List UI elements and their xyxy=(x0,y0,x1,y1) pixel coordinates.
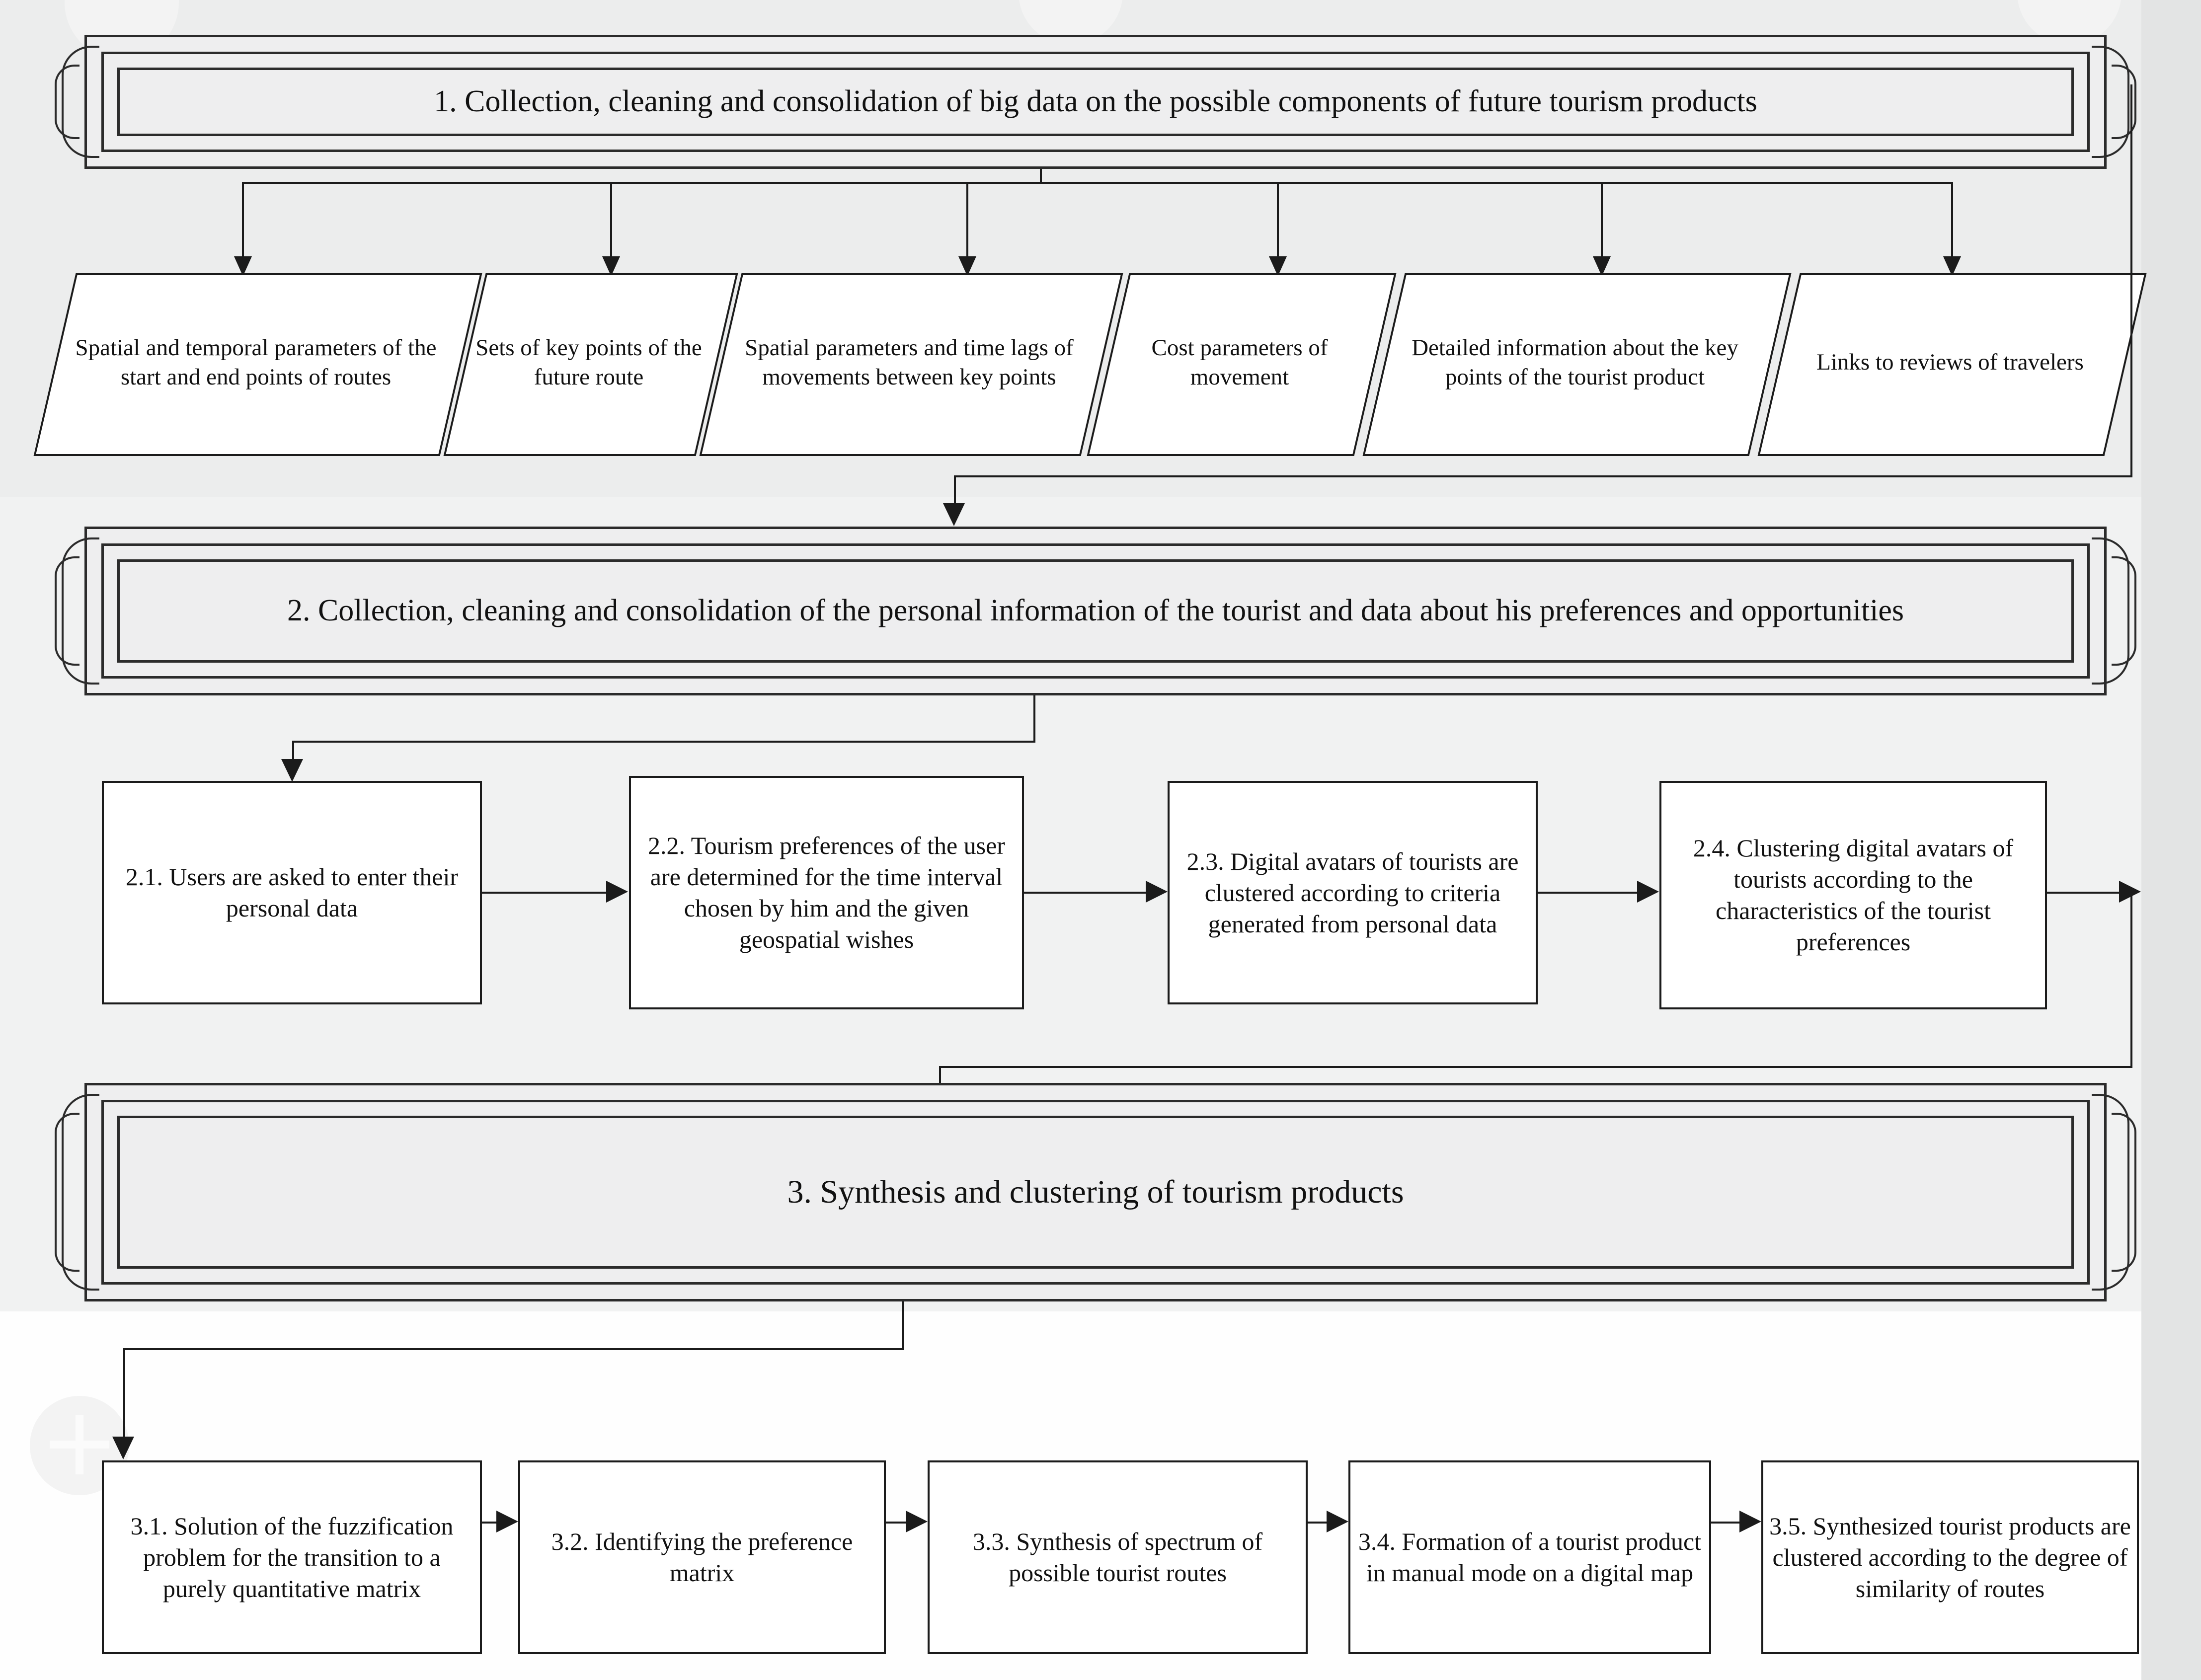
stage-2-banner[interactable]: 2. Collection, cleaning and consolidatio… xyxy=(55,527,2136,695)
connector-34-to-35 xyxy=(1711,1522,1740,1524)
step-2-4-box[interactable]: 2.4. Clustering digital avatars of touri… xyxy=(1659,781,2047,1009)
arrowhead-step-3-3 xyxy=(906,1511,928,1532)
connector-stage2-drop xyxy=(954,475,956,505)
connector-stage1-right-rail xyxy=(2130,84,2132,477)
data-item-2[interactable]: Sets of key points of the future route xyxy=(443,273,738,456)
banner-curl2-right xyxy=(2112,65,2136,139)
stage-1-banner[interactable]: 1. Collection, cleaning and consolidatio… xyxy=(55,35,2136,169)
step-3-1-box[interactable]: 3.1. Solution of the fuzzification probl… xyxy=(102,1460,482,1654)
step-3-4-box[interactable]: 3.4. Formation of a tourist product in m… xyxy=(1348,1460,1711,1654)
page-background-right-margin xyxy=(2141,0,2201,1680)
step-3-4-label: 3.4. Formation of a tourist product in m… xyxy=(1358,1527,1702,1587)
connector-stage3-to-31 xyxy=(123,1348,904,1350)
banner-curl2-left xyxy=(55,65,79,139)
data-item-6-label: Links to reviews of travelers xyxy=(1816,349,2084,376)
connector-stage1-drop xyxy=(1040,169,1042,184)
banner-curl2-left xyxy=(55,556,79,666)
arrowhead-data-3 xyxy=(958,256,976,276)
connector-22-to-23 xyxy=(1024,892,1146,894)
banner-border-inner xyxy=(117,68,2074,136)
arrowhead-data-6 xyxy=(1943,256,1961,276)
connector-32-to-33 xyxy=(886,1522,906,1524)
banner-curl2-right xyxy=(2112,1113,2136,1272)
connector-data-1 xyxy=(242,182,244,261)
step-3-1-label: 3.1. Solution of the fuzzification probl… xyxy=(130,1512,454,1603)
arrowhead-step-2-4-out xyxy=(2119,881,2141,903)
arrowhead-step-2-2 xyxy=(606,881,628,903)
arrowhead-step-3-1 xyxy=(112,1437,134,1459)
arrowhead-step-3-5 xyxy=(1739,1511,1761,1532)
connector-data-3 xyxy=(966,182,968,261)
data-item-3-label: Spatial parameters and time lags of move… xyxy=(745,334,1074,390)
arrowhead-data-1 xyxy=(234,256,252,276)
connector-23-to-24 xyxy=(1538,892,1637,894)
arrowhead-step-2-1 xyxy=(281,759,303,782)
step-2-4-label: 2.4. Clustering digital avatars of touri… xyxy=(1693,834,2014,956)
stage-1-label: 1. Collection, cleaning and consolidatio… xyxy=(434,84,1757,119)
connector-33-to-34 xyxy=(1308,1522,1327,1524)
step-2-3-label: 2.3. Digital avatars of tourists are clu… xyxy=(1186,847,1519,938)
step-3-5-box[interactable]: 3.5. Synthesized tourist products are cl… xyxy=(1761,1460,2139,1654)
step-2-2-box[interactable]: 2.2. Tourism preferences of the user are… xyxy=(629,776,1024,1009)
arrowhead-step-2-3 xyxy=(1146,881,1168,903)
data-item-4-label: Cost parameters of movement xyxy=(1151,334,1328,390)
step-3-3-box[interactable]: 3.3. Synthesis of spectrum of possible t… xyxy=(928,1460,1308,1654)
data-item-1[interactable]: Spatial and temporal parameters of the s… xyxy=(33,273,482,456)
connector-data-2 xyxy=(610,182,612,261)
connector-stage3-out-drop xyxy=(902,1301,904,1350)
data-item-3[interactable]: Spatial parameters and time lags of move… xyxy=(699,273,1123,456)
connector-row2-to-stage3 xyxy=(939,1066,2132,1068)
step-2-1-label: 2.1. Users are asked to enter their pers… xyxy=(125,863,459,922)
connector-stage3-drop xyxy=(939,1066,941,1088)
connector-data-6 xyxy=(1951,182,1953,261)
connector-24-out xyxy=(2047,892,2119,894)
arrowhead-step-3-4 xyxy=(1327,1511,1348,1532)
step-3-5-label: 3.5. Synthesized tourist products are cl… xyxy=(1769,1512,2131,1603)
arrowhead-data-4 xyxy=(1269,256,1287,276)
data-item-5[interactable]: Detailed information about the key point… xyxy=(1362,273,1792,456)
stage-2-label: 2. Collection, cleaning and consolidatio… xyxy=(287,594,1904,628)
connector-21-to-22 xyxy=(482,892,606,894)
arrowhead-stage-2 xyxy=(943,503,965,526)
banner-border-inner xyxy=(117,559,2074,663)
data-item-4[interactable]: Cost parameters of movement xyxy=(1087,273,1397,456)
step-2-3-box[interactable]: 2.3. Digital avatars of tourists are clu… xyxy=(1168,781,1538,1004)
connector-stage2-to-21 xyxy=(292,741,1035,743)
arrowhead-step-3-2 xyxy=(496,1511,518,1532)
step-2-1-box[interactable]: 2.1. Users are asked to enter their pers… xyxy=(102,781,482,1004)
connector-data-bus xyxy=(242,182,1951,184)
banner-curl2-right xyxy=(2112,556,2136,666)
step-3-3-label: 3.3. Synthesis of spectrum of possible t… xyxy=(972,1527,1263,1587)
connector-31-to-32 xyxy=(482,1522,497,1524)
connector-31-drop xyxy=(123,1348,125,1438)
data-item-6[interactable]: Links to reviews of travelers xyxy=(1757,273,2147,456)
connector-stage1-to-stage2 xyxy=(954,475,2132,477)
arrowhead-data-2 xyxy=(602,256,620,276)
banner-curl2-left xyxy=(55,1113,79,1272)
stage-3-banner[interactable]: 3. Synthesis and clustering of tourism p… xyxy=(55,1083,2136,1301)
data-item-5-label: Detailed information about the key point… xyxy=(1412,334,1738,390)
connector-stage2-out-drop xyxy=(1033,695,1035,743)
watermark-plus-vertical xyxy=(76,1415,83,1474)
connector-data-4 xyxy=(1277,182,1279,261)
step-2-2-label: 2.2. Tourism preferences of the user are… xyxy=(648,832,1005,953)
step-3-2-box[interactable]: 3.2. Identifying the preference matrix xyxy=(518,1460,886,1654)
banner-border-inner xyxy=(117,1116,2074,1269)
arrowhead-step-2-4 xyxy=(1637,881,1659,903)
data-item-2-label: Sets of key points of the future route xyxy=(475,334,702,390)
stage-3-label: 3. Synthesis and clustering of tourism p… xyxy=(787,1173,1404,1210)
connector-row2-right-rail xyxy=(2130,892,2132,1068)
step-3-2-label: 3.2. Identifying the preference matrix xyxy=(551,1527,853,1587)
connector-data-5 xyxy=(1601,182,1603,261)
data-item-1-label: Spatial and temporal parameters of the s… xyxy=(75,334,437,390)
arrowhead-data-5 xyxy=(1593,256,1611,276)
connector-21-drop xyxy=(292,741,294,761)
